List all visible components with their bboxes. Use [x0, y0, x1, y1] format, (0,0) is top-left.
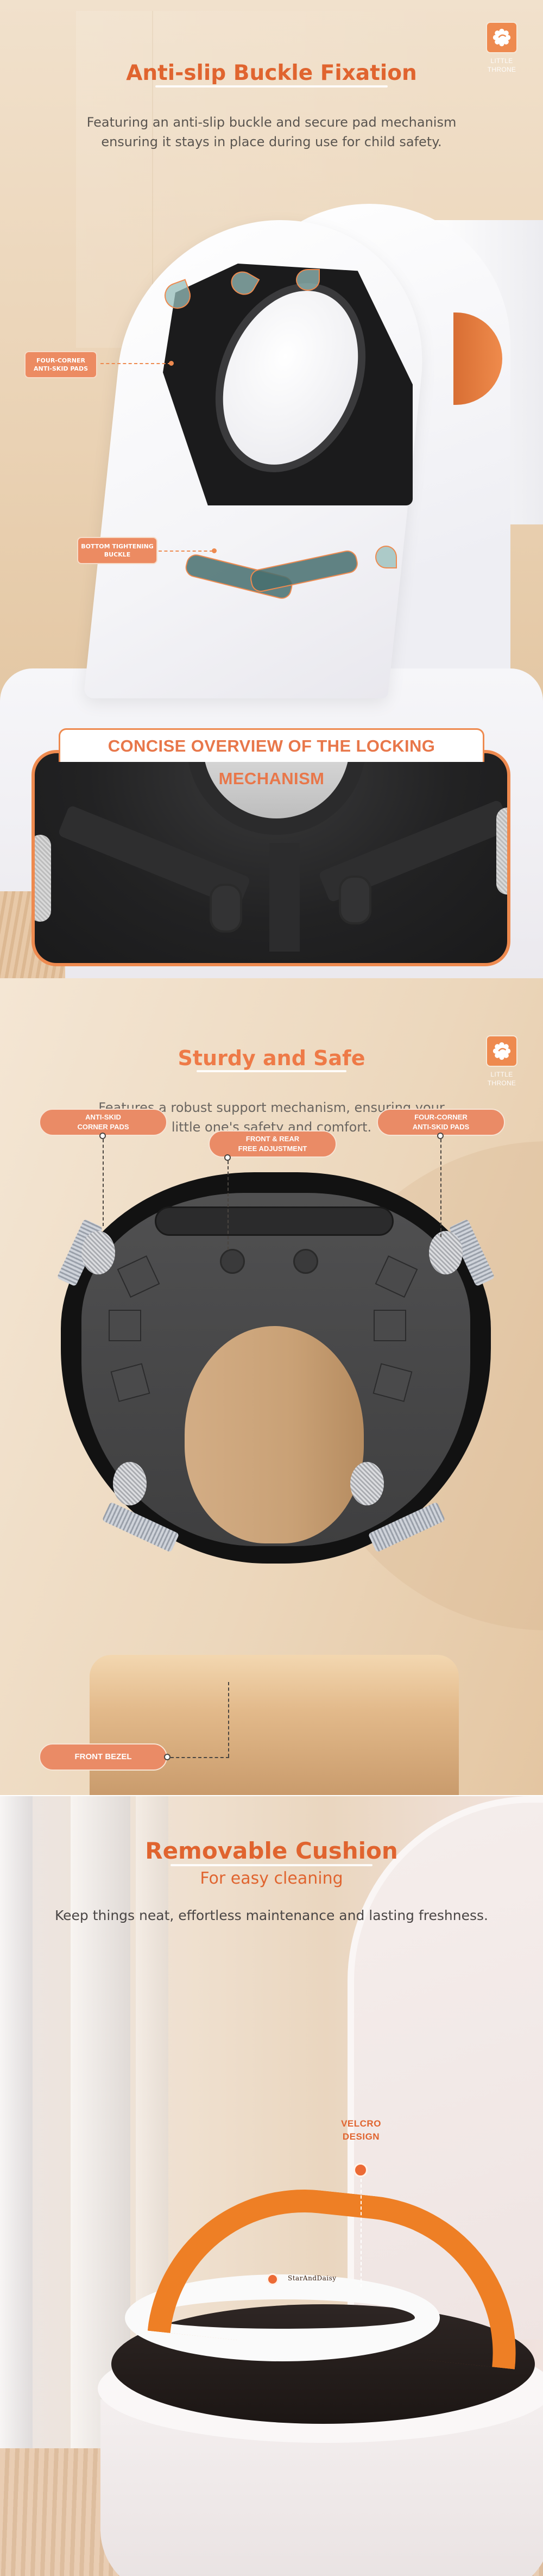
- front-bezel-callout: FRONT BEZEL: [39, 1743, 167, 1771]
- overview-title: CONCISE OVERVIEW OF THE LOCKING MECHANIS…: [59, 728, 484, 788]
- locking-mechanism-closeup: [31, 750, 510, 966]
- callout-anchor-dot: [169, 361, 174, 366]
- anti-skid-pad: [496, 808, 507, 895]
- removable-cushion-section: Removable Cushion For easy cleaning Keep…: [0, 1796, 543, 2576]
- section-title: Anti-slip Buckle Fixation: [126, 61, 417, 87]
- rear-handle: [155, 1206, 394, 1236]
- callout-leader-line: [440, 1139, 441, 1237]
- anti-skid-pad: [35, 835, 51, 922]
- section-divider: [0, 1795, 543, 1796]
- callout-leader-line: [159, 551, 213, 552]
- product-brand-mark: StarAndDaisy: [288, 2274, 337, 2282]
- section-description: Featuring an anti-slip buckle and secure…: [86, 115, 457, 149]
- adjust-knob: [220, 1249, 245, 1274]
- callout-leader-line: [228, 1682, 229, 1757]
- sturdy-safe-section: LITTLE THRONE Sturdy and Safe Features a…: [0, 978, 543, 1795]
- section-title: Removable Cushion: [145, 1837, 398, 1866]
- callout-leader-line: [361, 2179, 362, 2287]
- callout-anchor-dot: [353, 2163, 368, 2177]
- brand-logo: LITTLE THRONE: [486, 1035, 517, 1087]
- callout-leader-line: [171, 1757, 229, 1758]
- velcro-design-callout: VELCRO DESIGN: [341, 2118, 381, 2142]
- anti-skid-pad: [113, 1462, 147, 1505]
- anti-skid-pad: [350, 1462, 384, 1505]
- daisy-logo-icon: [486, 1035, 517, 1067]
- toilet-tank-illustration: [348, 1796, 543, 2340]
- adjust-knob: [293, 1249, 318, 1274]
- brand-logo: LITTLE THRONE: [486, 22, 517, 74]
- callout-leader-line: [228, 1161, 229, 1250]
- anti-skid-pad-highlight: [296, 269, 320, 291]
- section-description: Keep things neat, effortless maintenance…: [55, 1908, 488, 1923]
- section-subtitle: For easy cleaning: [200, 1869, 343, 1888]
- daisy-logo-icon: [486, 22, 517, 53]
- velcro-point-dot: [267, 2273, 279, 2285]
- anti-slip-section: LITTLE THRONE Anti-slip Buckle Fixation …: [0, 0, 543, 978]
- callout-leader-line: [100, 363, 171, 364]
- logo-text: LITTLE THRONE: [487, 1071, 516, 1087]
- seat-opening: [185, 1326, 364, 1543]
- section-title: Sturdy and Safe: [178, 1046, 365, 1072]
- callout-leader-line: [103, 1139, 104, 1226]
- anti-skid-pad-highlight: [375, 546, 397, 568]
- adjust-knob: [339, 876, 371, 924]
- logo-text: LITTLE THRONE: [487, 57, 516, 73]
- anti-skid-pad: [81, 1231, 115, 1274]
- callout-anchor-dot: [212, 548, 217, 553]
- curtain-decoration: [0, 1796, 33, 2576]
- adjust-knob: [210, 884, 242, 933]
- anti-skid-pad: [429, 1231, 463, 1274]
- display-pedestal: [90, 1655, 459, 1795]
